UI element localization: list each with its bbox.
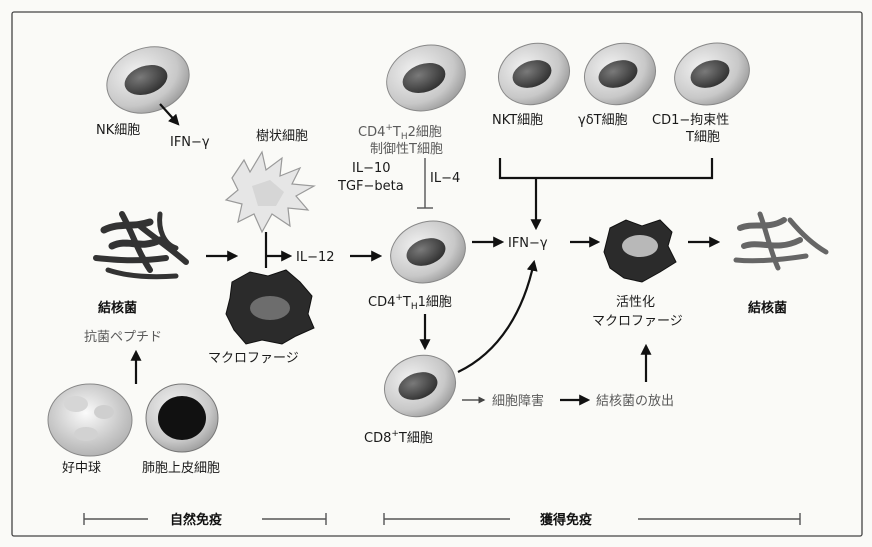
cd1-restricted-cell (674, 42, 750, 106)
nk-cell (106, 46, 190, 114)
arrow-cd8-ifn (457, 259, 538, 373)
tb-bacteria-left (93, 211, 189, 280)
tb-release-label: 結核菌の放出 (596, 394, 674, 409)
cd8-label: CD8+T細胞 (364, 429, 433, 446)
cytotoxic-label: 細胞障害 (492, 393, 544, 409)
il12-label: IL−12 (296, 250, 335, 265)
ifn-gamma-label-1: IFN−γ (170, 135, 210, 150)
activated-macrophage (603, 219, 677, 283)
neutrophil (47, 383, 133, 457)
innate-label: 自然免疫 (170, 512, 222, 528)
cd4-th1-cell (390, 220, 466, 284)
arrow-nk-ifn (159, 103, 180, 126)
cd4-th1-label: CD4+TH1細胞 (368, 293, 452, 312)
macrophage (225, 269, 315, 345)
dendritic-cell (224, 150, 316, 234)
nk-cell-label: NK細胞 (96, 123, 140, 138)
il4-label: IL−4 (430, 171, 460, 186)
neutrophil-label: 好中球 (62, 461, 101, 476)
cd8-t-cell (384, 354, 456, 418)
activated-label-a: 活性化 (616, 295, 655, 310)
nkt-cell (498, 42, 570, 106)
tgf-beta-label: TGF−beta (337, 179, 404, 194)
activated-label-b: マクロファージ (592, 314, 683, 329)
regulatory-t-label: 制御性T細胞 (370, 142, 443, 157)
acquired-scale (383, 513, 801, 525)
cd4-th2-label: CD4+TH2細胞 (358, 123, 442, 142)
gd-t-cell-label: γδT細胞 (578, 113, 628, 128)
lung-epithelial-cell (145, 383, 219, 453)
diagram-frame (11, 11, 863, 537)
acquired-label: 獲得免疫 (540, 512, 592, 528)
macrophage-label: マクロファージ (208, 351, 299, 366)
innate-t-bracket (498, 158, 714, 180)
cd4-th2-cell (386, 44, 466, 112)
il10-label: IL−10 (352, 161, 391, 176)
cd1-restricted-label-b: T細胞 (685, 130, 720, 145)
antimicrobial-peptide-label: 抗菌ペプチド (84, 330, 162, 345)
cd1-restricted-label-a: CD1−拘束性 (652, 113, 729, 128)
lung-epithelial-label: 肺胞上皮細胞 (142, 461, 220, 476)
nkt-cell-label: NKT細胞 (492, 113, 543, 128)
innate-scale (83, 513, 327, 525)
ifn-gamma-label-2: IFN−γ (508, 236, 548, 251)
dendritic-cell-label: 樹状細胞 (256, 129, 308, 144)
tb-left-label: 結核菌 (98, 300, 137, 316)
tb-bacteria-right (733, 211, 829, 271)
gd-t-cell (584, 42, 656, 106)
tb-right-label: 結核菌 (748, 300, 787, 316)
